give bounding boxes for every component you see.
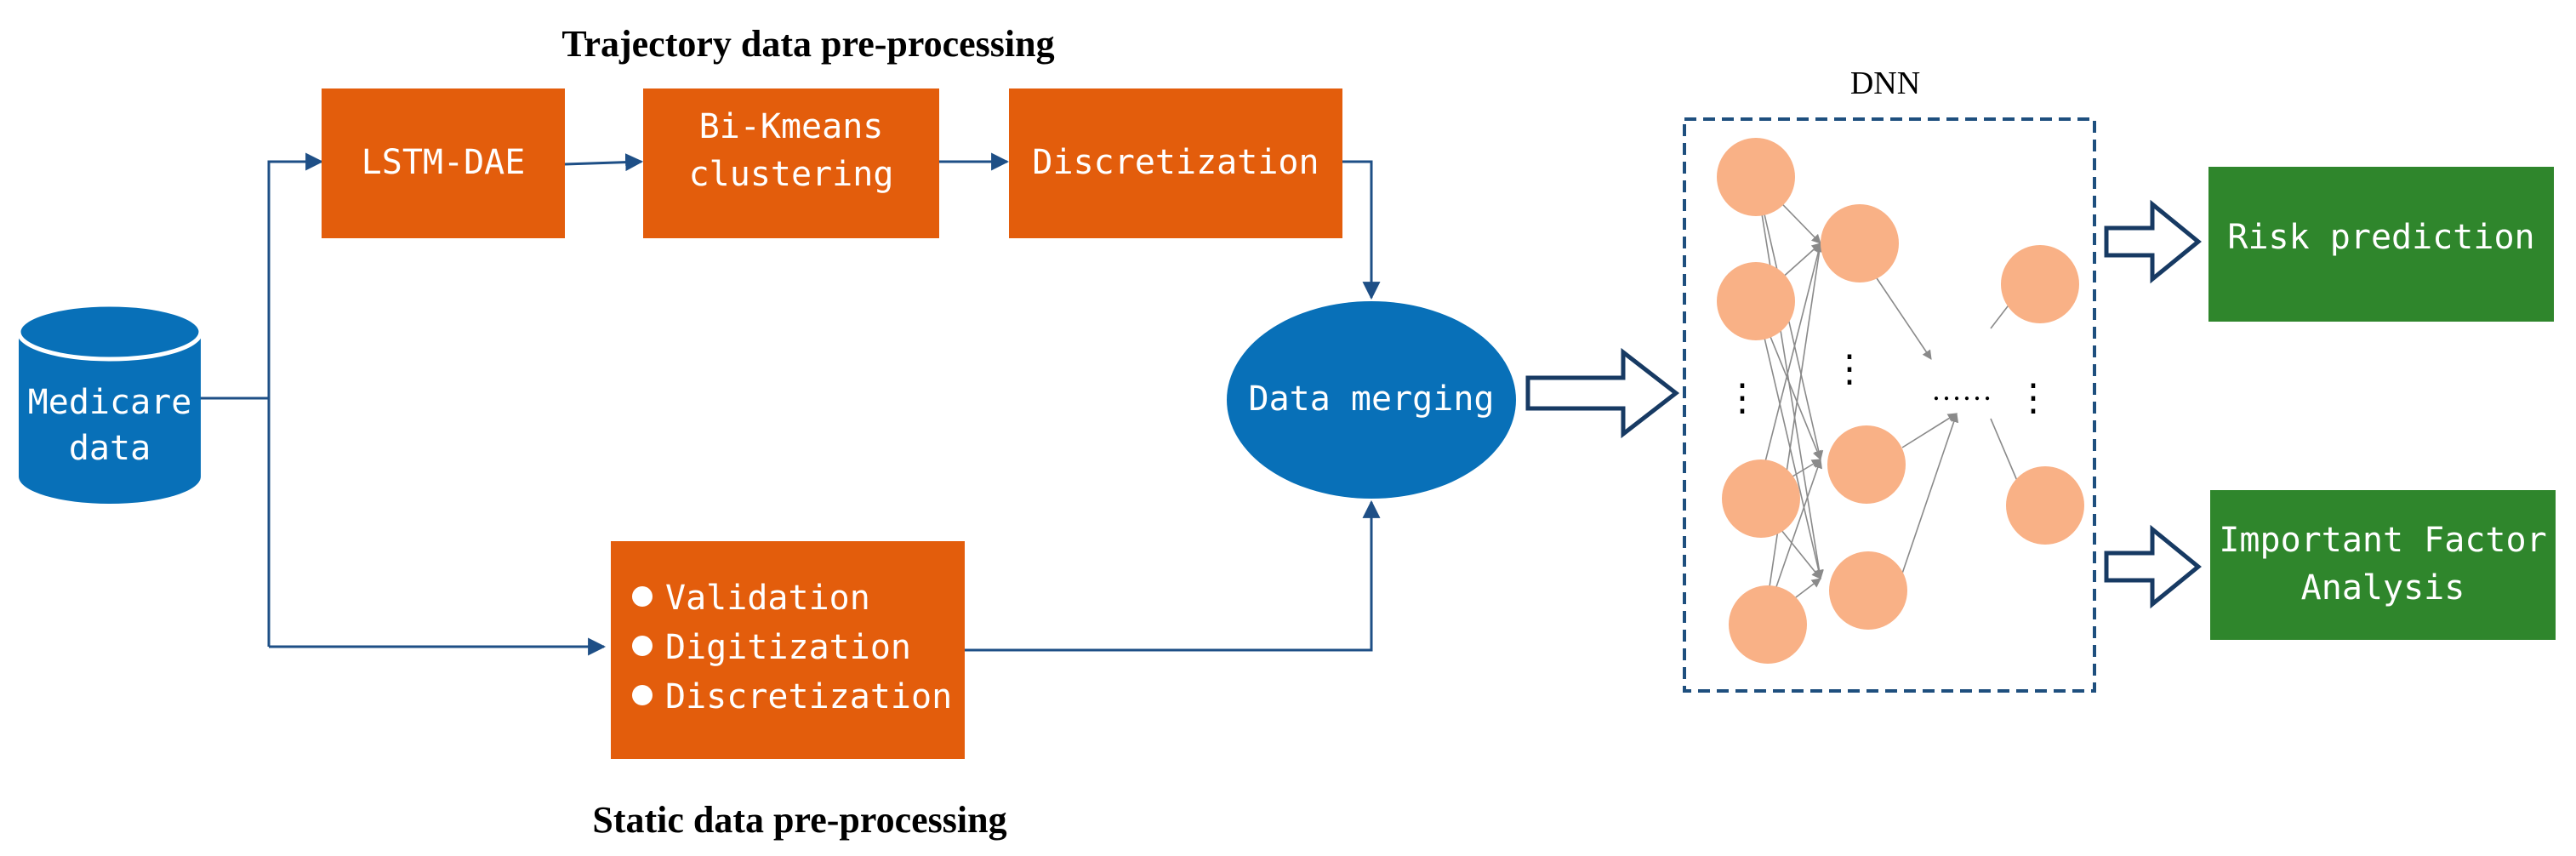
- hollow-arrow-icon: [2104, 199, 2202, 284]
- neuron: [1829, 551, 1907, 630]
- data-merging-label: Data merging: [1249, 379, 1495, 419]
- hollow-arrows: [1525, 199, 2202, 609]
- bikmeans-label-line2: clustering: [689, 155, 894, 194]
- lstm-dae-box: LSTM-DAE: [322, 88, 565, 238]
- data-merging-node: Data merging: [1227, 301, 1516, 499]
- important-factor-box: Important Factor Analysis: [2210, 490, 2556, 640]
- risk-prediction-box: Risk prediction: [2208, 167, 2554, 322]
- neuron: [1821, 204, 1899, 282]
- neuron: [1722, 459, 1800, 538]
- important-factor-label-line1: Important Factor: [2219, 521, 2546, 560]
- bullet-icon: [632, 586, 653, 607]
- bullet-icon: [632, 685, 653, 705]
- neuron: [2006, 466, 2084, 545]
- important-factor-label-line2: Analysis: [2301, 568, 2465, 608]
- dnn-ellipsis-vertical: ⋮: [1831, 348, 1868, 390]
- hollow-arrow-icon: [1525, 347, 1680, 439]
- static-step-discretization: Discretization: [665, 677, 952, 716]
- neuron: [1717, 138, 1795, 216]
- database-label-line1: Medicare: [28, 383, 192, 422]
- trajectory-discretization-label: Discretization: [1032, 143, 1319, 182]
- medicare-database: Medicare data: [16, 302, 203, 504]
- trajectory-discretization-box: Discretization: [1009, 88, 1342, 238]
- dnn-panel: DNN: [1683, 66, 2096, 693]
- static-step-validation: Validation: [665, 579, 870, 618]
- static-processing-box: Validation Digitization Discretization: [611, 541, 965, 759]
- dnn-ellipsis-vertical: ⋮: [2015, 377, 2052, 419]
- connector-lines: [201, 152, 1381, 656]
- risk-prediction-label: Risk prediction: [2227, 218, 2534, 257]
- database-label-line2: data: [69, 429, 151, 468]
- lstm-dae-label: LSTM-DAE: [362, 143, 526, 182]
- dnn-ellipsis-horizontal: ……: [1931, 373, 1992, 407]
- bikmeans-label-line1: Bi-Kmeans: [699, 107, 884, 146]
- dnn-neurons: [1717, 138, 2084, 664]
- dnn-title: DNN: [1850, 66, 1920, 101]
- neuron: [2001, 245, 2079, 323]
- neuron: [1729, 585, 1807, 664]
- hollow-arrow-icon: [2104, 524, 2202, 609]
- static-step-digitization: Digitization: [665, 628, 911, 667]
- trajectory-section-title: Trajectory data pre-processing: [561, 23, 1054, 65]
- bullet-icon: [632, 636, 653, 656]
- dnn-ellipsis-vertical: ⋮: [1724, 377, 1761, 419]
- static-section-title: Static data pre-processing: [592, 799, 1006, 841]
- bikmeans-box: Bi-Kmeans clustering: [643, 88, 939, 238]
- neuron: [1827, 425, 1906, 504]
- neuron: [1717, 262, 1795, 340]
